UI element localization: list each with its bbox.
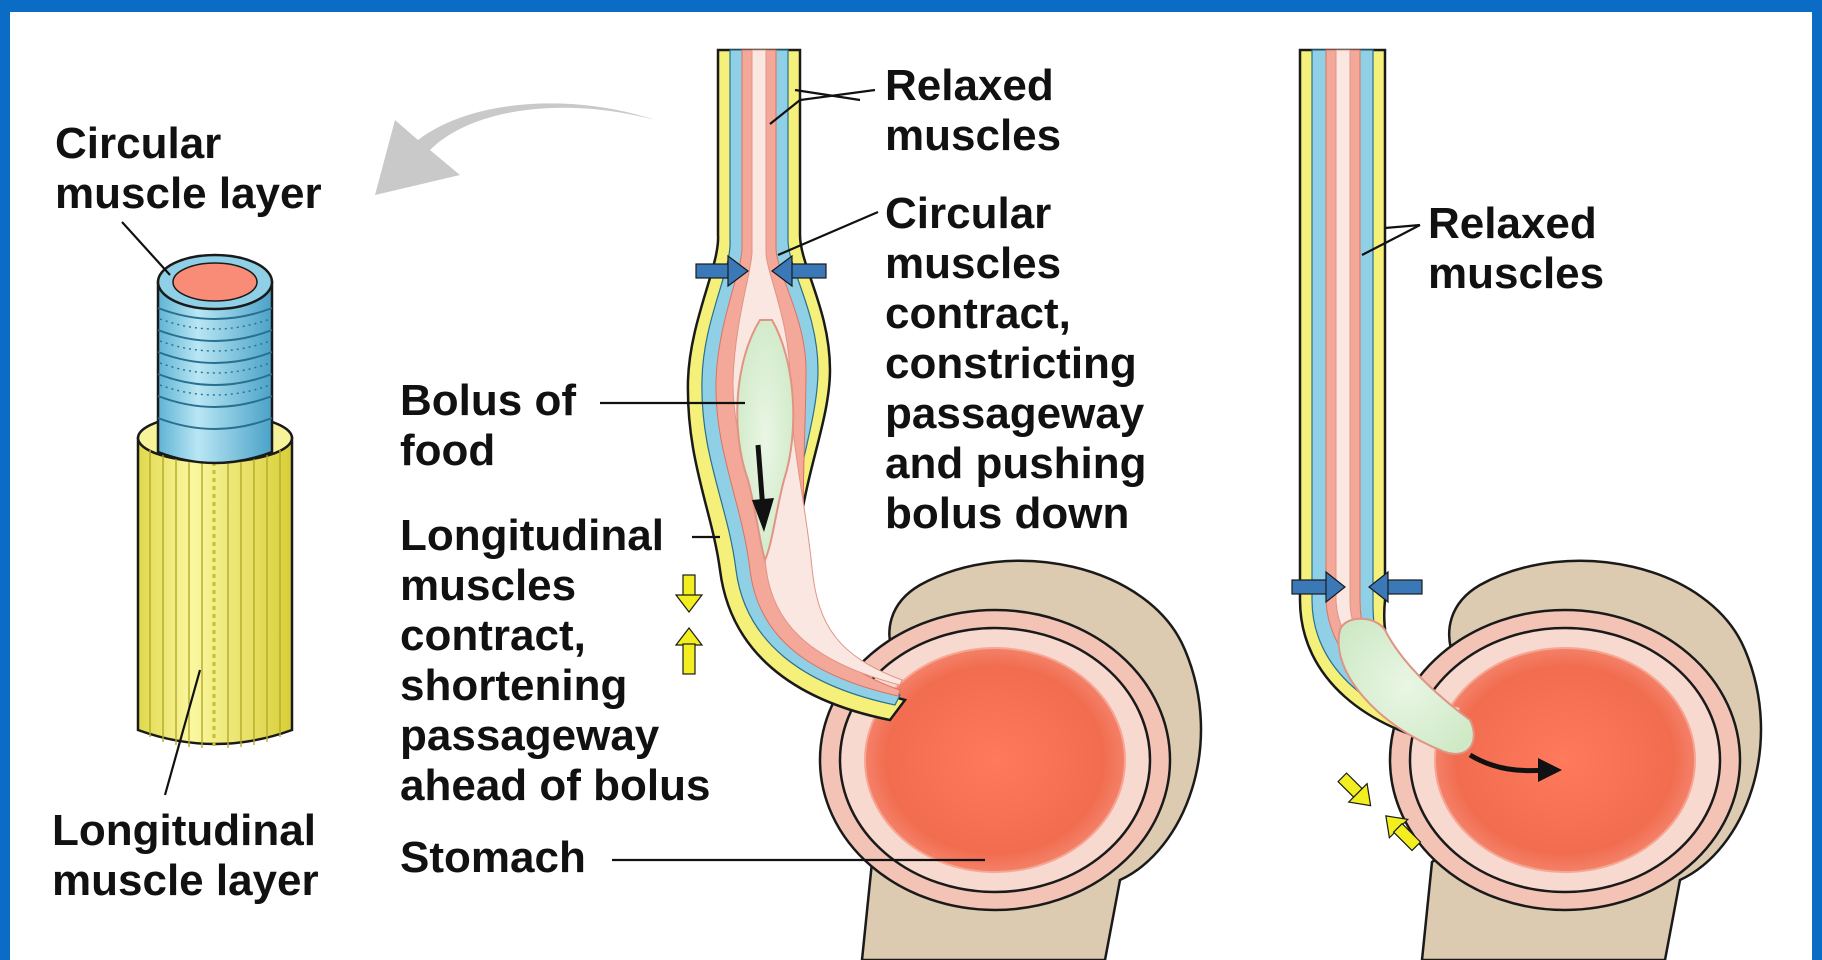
circular-layer-leader — [122, 222, 170, 275]
stomach-label: Stomach — [400, 833, 586, 882]
shortening-arrow-down-icon — [676, 575, 702, 612]
relaxed-muscles-label: Relaxed muscles — [885, 61, 1066, 160]
relaxed-muscles-right-label: Relaxed muscles — [1428, 199, 1609, 298]
circular-contract-label: Circular muscles contract, constricting … — [885, 189, 1159, 538]
circular-muscle-cylinder — [158, 255, 272, 463]
shortening-arrow-up-icon — [676, 628, 702, 674]
shortening-arrow-diag-1-icon — [1333, 768, 1380, 815]
longitudinal-contract-label: Longitudinal muscles contract, shortenin… — [400, 511, 710, 810]
circular-layer-label: Circular muscle layer — [55, 119, 322, 218]
muscle-layers-cylinder — [138, 255, 292, 748]
longitudinal-layer-label: Longitudinal muscle layer — [52, 806, 328, 905]
esophagus-stage-2 — [1300, 50, 1761, 960]
bolus-label: Bolus of food — [400, 376, 588, 475]
view-arrow-icon — [375, 103, 655, 195]
